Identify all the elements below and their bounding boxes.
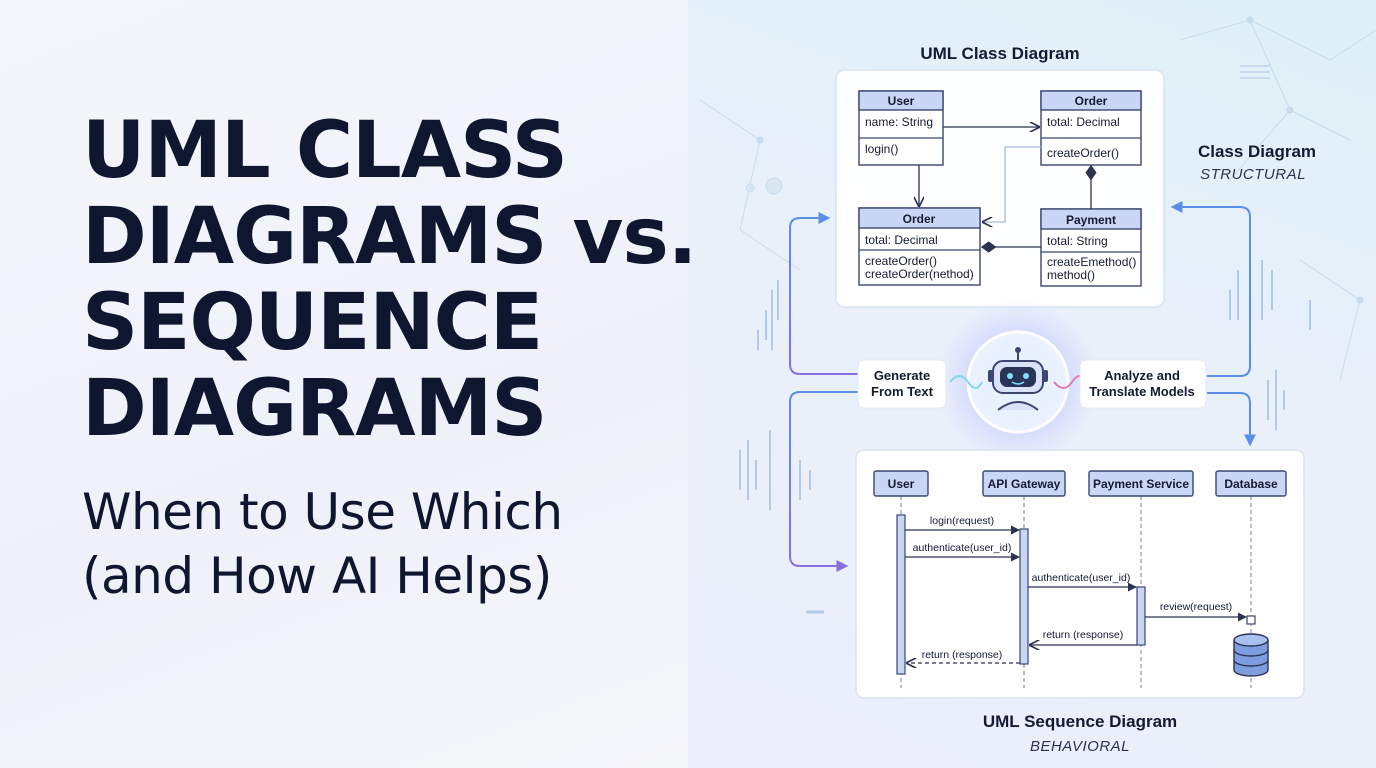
robot-icon xyxy=(988,347,1048,411)
class-method: login() xyxy=(865,142,898,156)
class-method: method() xyxy=(1047,268,1095,282)
subheadline-line-2: (and How AI Helps) xyxy=(82,547,552,605)
participant-database: Database xyxy=(1215,470,1287,497)
headline-line-2: DIAGRAMS vs. xyxy=(82,192,697,282)
participant-payment-service: Payment Service xyxy=(1088,470,1194,497)
message-label: review(request) xyxy=(1160,601,1232,613)
participant-label: Database xyxy=(1224,477,1278,491)
class-method: createOrder(nethod) xyxy=(865,267,974,281)
message-label: authenticate(user_id) xyxy=(1032,572,1131,584)
analyze-label-box xyxy=(1079,359,1207,409)
flow-arrow-to-class xyxy=(789,212,860,375)
sequence-diagram-card xyxy=(855,449,1305,699)
message-label: login(request) xyxy=(930,515,994,527)
message-label: authenticate(user_id) xyxy=(913,542,1012,554)
class-diagram-title: UML Class Diagram xyxy=(920,44,1079,63)
flow-arrow-down xyxy=(1207,392,1256,447)
generate-label-line1: Generate xyxy=(874,368,930,383)
flow-arrow-to-sequence xyxy=(789,391,860,572)
diagram-scene: UML Class Diagram User name: String logi… xyxy=(699,16,1376,755)
generate-label-line2: From Text xyxy=(871,384,934,399)
decorative-bars xyxy=(739,260,1311,614)
database-icon xyxy=(1233,633,1269,677)
activation-bars xyxy=(896,514,1256,675)
participant-user: User xyxy=(873,470,929,497)
class-relationships xyxy=(919,127,1097,253)
behavioral-tag: BEHAVIORAL xyxy=(1030,738,1130,755)
message-labels: login(request) authenticate(user_id) aut… xyxy=(913,515,1233,661)
class-box-payment: Payment total: String createEmethod() me… xyxy=(1040,208,1142,287)
class-name: Order xyxy=(903,212,936,226)
participant-label: Payment Service xyxy=(1093,477,1189,491)
analyze-label-line1: Analyze and xyxy=(1104,368,1180,383)
headline-line-3: SEQUENCE xyxy=(82,278,543,368)
class-name: Order xyxy=(1075,94,1108,108)
class-attribute: total: Decimal xyxy=(1047,115,1120,129)
messages xyxy=(905,525,1247,663)
sequence-diagram-title: UML Sequence Diagram xyxy=(983,712,1177,731)
message-label: return (response) xyxy=(1043,629,1124,641)
class-name: User xyxy=(888,94,915,108)
class-method: createOrder() xyxy=(865,254,937,268)
class-method: createOrder() xyxy=(1047,146,1119,160)
generate-label-box xyxy=(857,359,947,409)
subheadline-line-1: When to Use Which xyxy=(82,483,563,541)
headline: UML CLASS DIAGRAMS vs. SEQUENCE DIAGRAMS xyxy=(82,106,697,454)
message-label: return (response) xyxy=(922,649,1003,661)
structural-tag: STRUCTURAL xyxy=(1200,166,1306,183)
background-network xyxy=(699,16,1376,381)
participant-label: User xyxy=(888,477,915,491)
flow-arrow-from-class xyxy=(1170,201,1251,377)
participant-label: API Gateway xyxy=(988,477,1061,491)
headline-line-1: UML CLASS xyxy=(82,106,568,196)
title-panel xyxy=(0,0,688,768)
class-box-order-top: Order total: Decimal createOrder() xyxy=(1040,90,1142,166)
class-method: createEmethod() xyxy=(1047,255,1136,269)
flow-arrows xyxy=(789,201,1256,572)
analyze-label-line2: Translate Models xyxy=(1089,384,1194,399)
subheadline: When to Use Which (and How AI Helps) xyxy=(82,480,563,608)
headline-line-4: DIAGRAMS xyxy=(82,364,547,454)
class-attribute: name: String xyxy=(865,115,933,129)
ai-hub xyxy=(936,300,1100,464)
class-attribute: total: Decimal xyxy=(865,233,938,247)
class-box-user: User name: String login() xyxy=(858,90,944,166)
participant-api-gateway: API Gateway xyxy=(982,470,1066,497)
dependency-arrow xyxy=(983,146,1041,222)
class-box-order-bottom: Order total: Decimal createOrder() creat… xyxy=(858,207,981,286)
class-attribute: total: String xyxy=(1047,234,1108,248)
class-diagram-label: Class Diagram xyxy=(1198,142,1316,161)
class-name: Payment xyxy=(1066,213,1116,227)
